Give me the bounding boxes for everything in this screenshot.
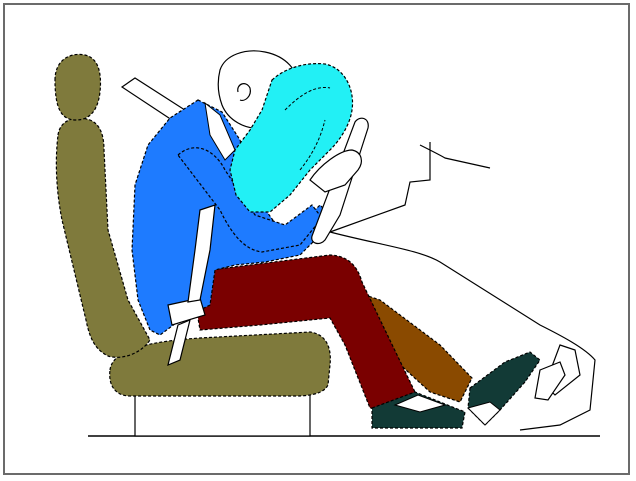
seat-support — [135, 392, 310, 436]
pedal-icon — [535, 362, 565, 400]
seat-headrest — [55, 54, 100, 120]
